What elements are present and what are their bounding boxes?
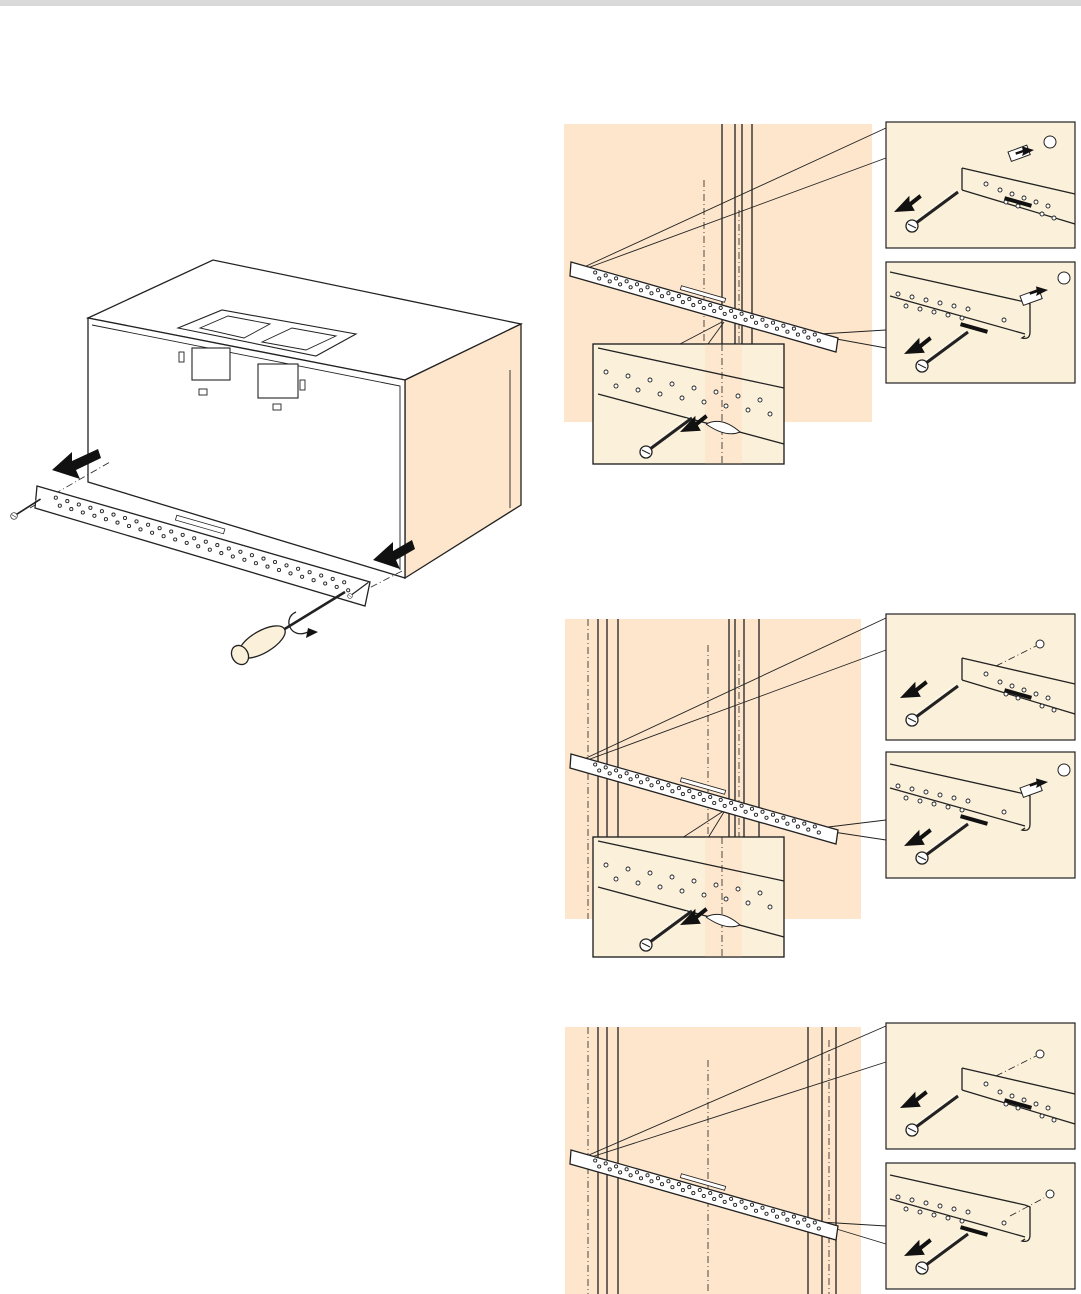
- wall-mount-screws-illustration: [565, 1023, 1075, 1294]
- unit-bracket-removal-illustration: [10, 260, 521, 668]
- wall-mount-anchors-illustration: [564, 122, 1075, 464]
- wall-mount-mixed-illustration: [565, 614, 1075, 957]
